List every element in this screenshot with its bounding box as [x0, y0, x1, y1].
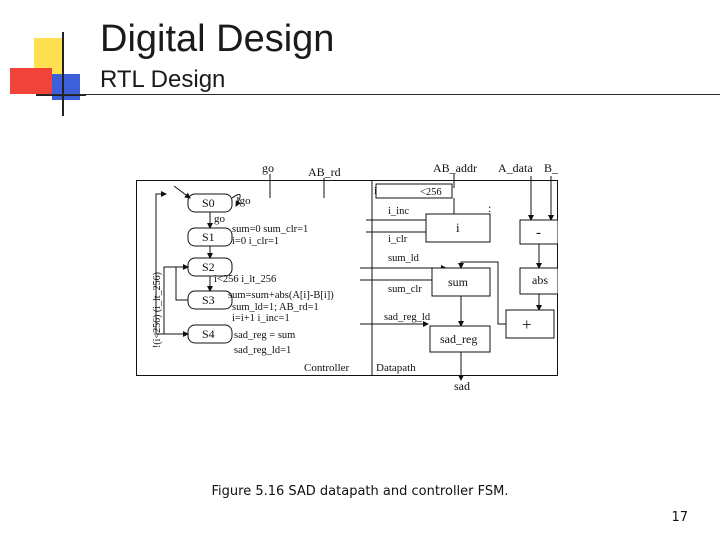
- i-register-label: i: [456, 220, 460, 235]
- figure-caption: Figure 5.16 SAD datapath and controller …: [211, 484, 509, 499]
- s3-action-inc: i=i+1 i_inc=1: [232, 313, 290, 324]
- s0-to-s1-condition: go: [214, 213, 226, 225]
- s1-action-sum: sum=0 sum_clr=1: [232, 224, 308, 235]
- control-signals: i_lt_256 i_inc i_clr sum_ld sum_clr sad_…: [360, 186, 457, 327]
- adder-label: +: [522, 315, 532, 334]
- sad-diagram: go AB_rd AB_addr A_data B_data S0 S1 S2 …: [136, 161, 579, 393]
- corner-red-block: [10, 68, 52, 94]
- b-data-label: B_data: [544, 161, 558, 175]
- fsm-side-condition: !(i<256) (i_lt_256): [152, 272, 163, 348]
- state-s1-label: S1: [202, 230, 215, 244]
- signal-sad-reg-ld: sad_reg_ld: [384, 312, 431, 323]
- sum-register-label: sum: [448, 275, 469, 289]
- s0-self-condition: !go: [236, 195, 251, 207]
- corner-vertical-line: [62, 32, 64, 116]
- signal-sum-clr: sum_clr: [388, 284, 422, 295]
- s3-action-sum: sum=sum+abs(A[i]-B[i]): [228, 290, 334, 301]
- datapath-label: Datapath: [376, 362, 416, 374]
- sad-reg-label: sad_reg: [440, 332, 477, 346]
- s4-to-s0-arrow: [155, 191, 188, 335]
- ab-rd-label: AB_rd: [308, 165, 341, 179]
- s1-action-i: i=0 i_clr=1: [232, 236, 279, 247]
- compare-label: <256: [420, 187, 442, 198]
- initial-arrow: [173, 185, 191, 199]
- s4-action-ld: sad_reg_ld=1: [234, 345, 291, 356]
- ab-addr-label: AB_addr: [433, 161, 477, 175]
- slide-subtitle: RTL Design: [100, 66, 226, 93]
- go-input-label: go: [262, 161, 274, 175]
- state-s0-label: S0: [202, 196, 215, 210]
- s0-self-loop: [231, 193, 242, 207]
- a-data-label: A_data: [498, 161, 533, 175]
- sad-reg-register: [429, 325, 491, 353]
- state-s2-label: S2: [202, 260, 215, 274]
- subtractor-label: -: [536, 225, 541, 241]
- sum-register: [431, 267, 491, 297]
- sad-output-label: sad: [454, 379, 470, 392]
- compare-box: [375, 183, 453, 199]
- adder-block: [505, 309, 555, 339]
- signal-sum-ld: sum_ld: [388, 253, 420, 264]
- adder-to-sum-wire: [458, 261, 506, 325]
- signal-i-clr: i_clr: [388, 234, 408, 245]
- state-s3-label: S3: [202, 293, 215, 307]
- slide-title: Digital Design: [100, 18, 335, 60]
- s3-to-s2-arrow: [175, 264, 189, 301]
- datapath-dots: :: [488, 201, 491, 215]
- signal-i-inc: i_inc: [388, 206, 409, 217]
- controller-label: Controller: [304, 362, 350, 374]
- title-divider: [36, 94, 720, 95]
- s2-exit-condition: i<256 i_lt_256: [214, 274, 276, 285]
- corner-horizontal-line: [36, 94, 86, 96]
- sad-figure: go AB_rd AB_addr A_data B_data S0 S1 S2 …: [136, 158, 579, 397]
- state-s4-label: S4: [202, 327, 215, 341]
- corner-blue-block: [52, 74, 80, 100]
- s4-action-reg: sad_reg = sum: [234, 330, 295, 341]
- i-register: [425, 213, 491, 243]
- subtractor-block: [519, 219, 559, 245]
- abs-label: abs: [532, 273, 548, 287]
- abs-block: [519, 267, 559, 295]
- page-number: 17: [671, 510, 688, 525]
- s3-action-ld: sum_ld=1; AB_rd=1: [232, 302, 319, 313]
